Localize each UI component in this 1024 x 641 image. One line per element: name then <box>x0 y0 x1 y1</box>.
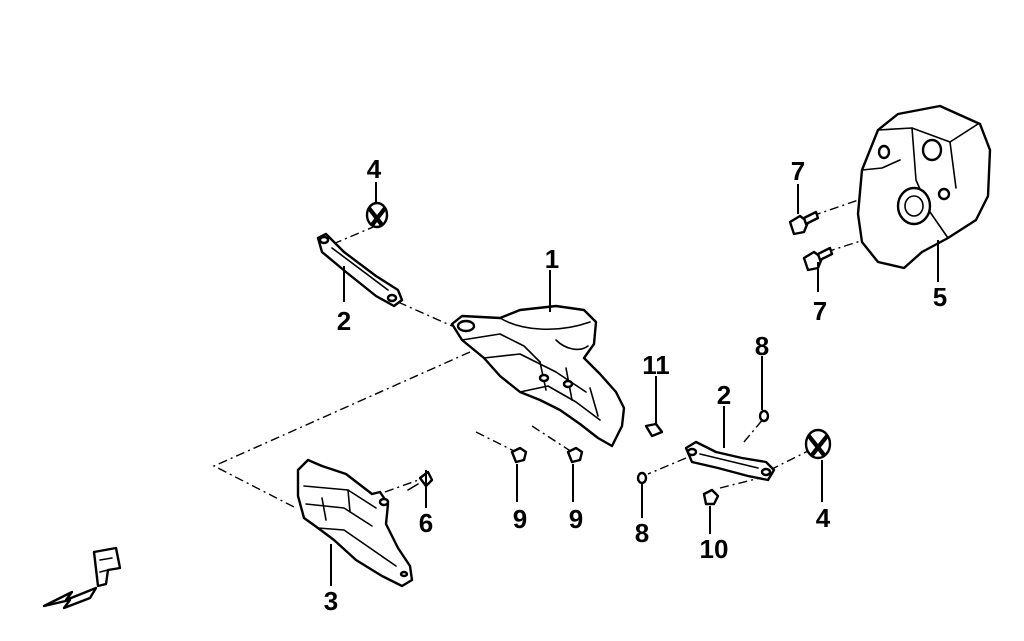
callout-7-upper: 7 <box>791 156 805 186</box>
clip-part-11 <box>644 422 664 438</box>
callout-labels: 1 2 2 3 4 4 5 6 7 7 8 8 9 9 10 11 <box>324 154 947 616</box>
callout-9-left: 9 <box>513 504 527 534</box>
link-plate-part-2-upper <box>316 232 404 308</box>
screw-part-9-right <box>566 446 584 464</box>
nut-part-10 <box>702 488 720 506</box>
callout-8-lower: 8 <box>635 518 649 548</box>
assembly-lines <box>212 195 871 509</box>
callout-9-right: 9 <box>569 504 583 534</box>
grommet-part-4-upper <box>365 201 389 229</box>
callout-11: 11 <box>642 350 670 380</box>
callout-5: 5 <box>933 282 947 312</box>
lower-bracket-part-3 <box>296 458 414 588</box>
callout-6: 6 <box>419 508 433 538</box>
leader-lines <box>330 182 939 586</box>
nut-part-8-upper <box>758 409 770 423</box>
front-direction-icon <box>42 546 122 610</box>
grommet-part-4-lower <box>804 428 832 460</box>
callout-4-lower: 4 <box>816 503 831 533</box>
callout-7-lower: 7 <box>813 296 827 326</box>
link-plate-part-2-lower <box>684 440 776 482</box>
bolt-part-6 <box>407 470 434 491</box>
callout-3: 3 <box>324 586 338 616</box>
bolt-part-7-upper <box>788 210 820 236</box>
callout-2-upper: 2 <box>337 306 351 336</box>
callout-4-upper: 4 <box>367 154 382 184</box>
callout-10: 10 <box>700 534 729 564</box>
cover-part-5 <box>856 104 992 270</box>
callout-8-upper: 8 <box>755 331 769 361</box>
nut-part-8-lower <box>636 471 648 485</box>
screw-part-9-left <box>510 446 528 464</box>
callout-2-lower: 2 <box>717 380 731 410</box>
main-bracket-part-1 <box>450 304 626 448</box>
callout-1: 1 <box>545 244 559 274</box>
